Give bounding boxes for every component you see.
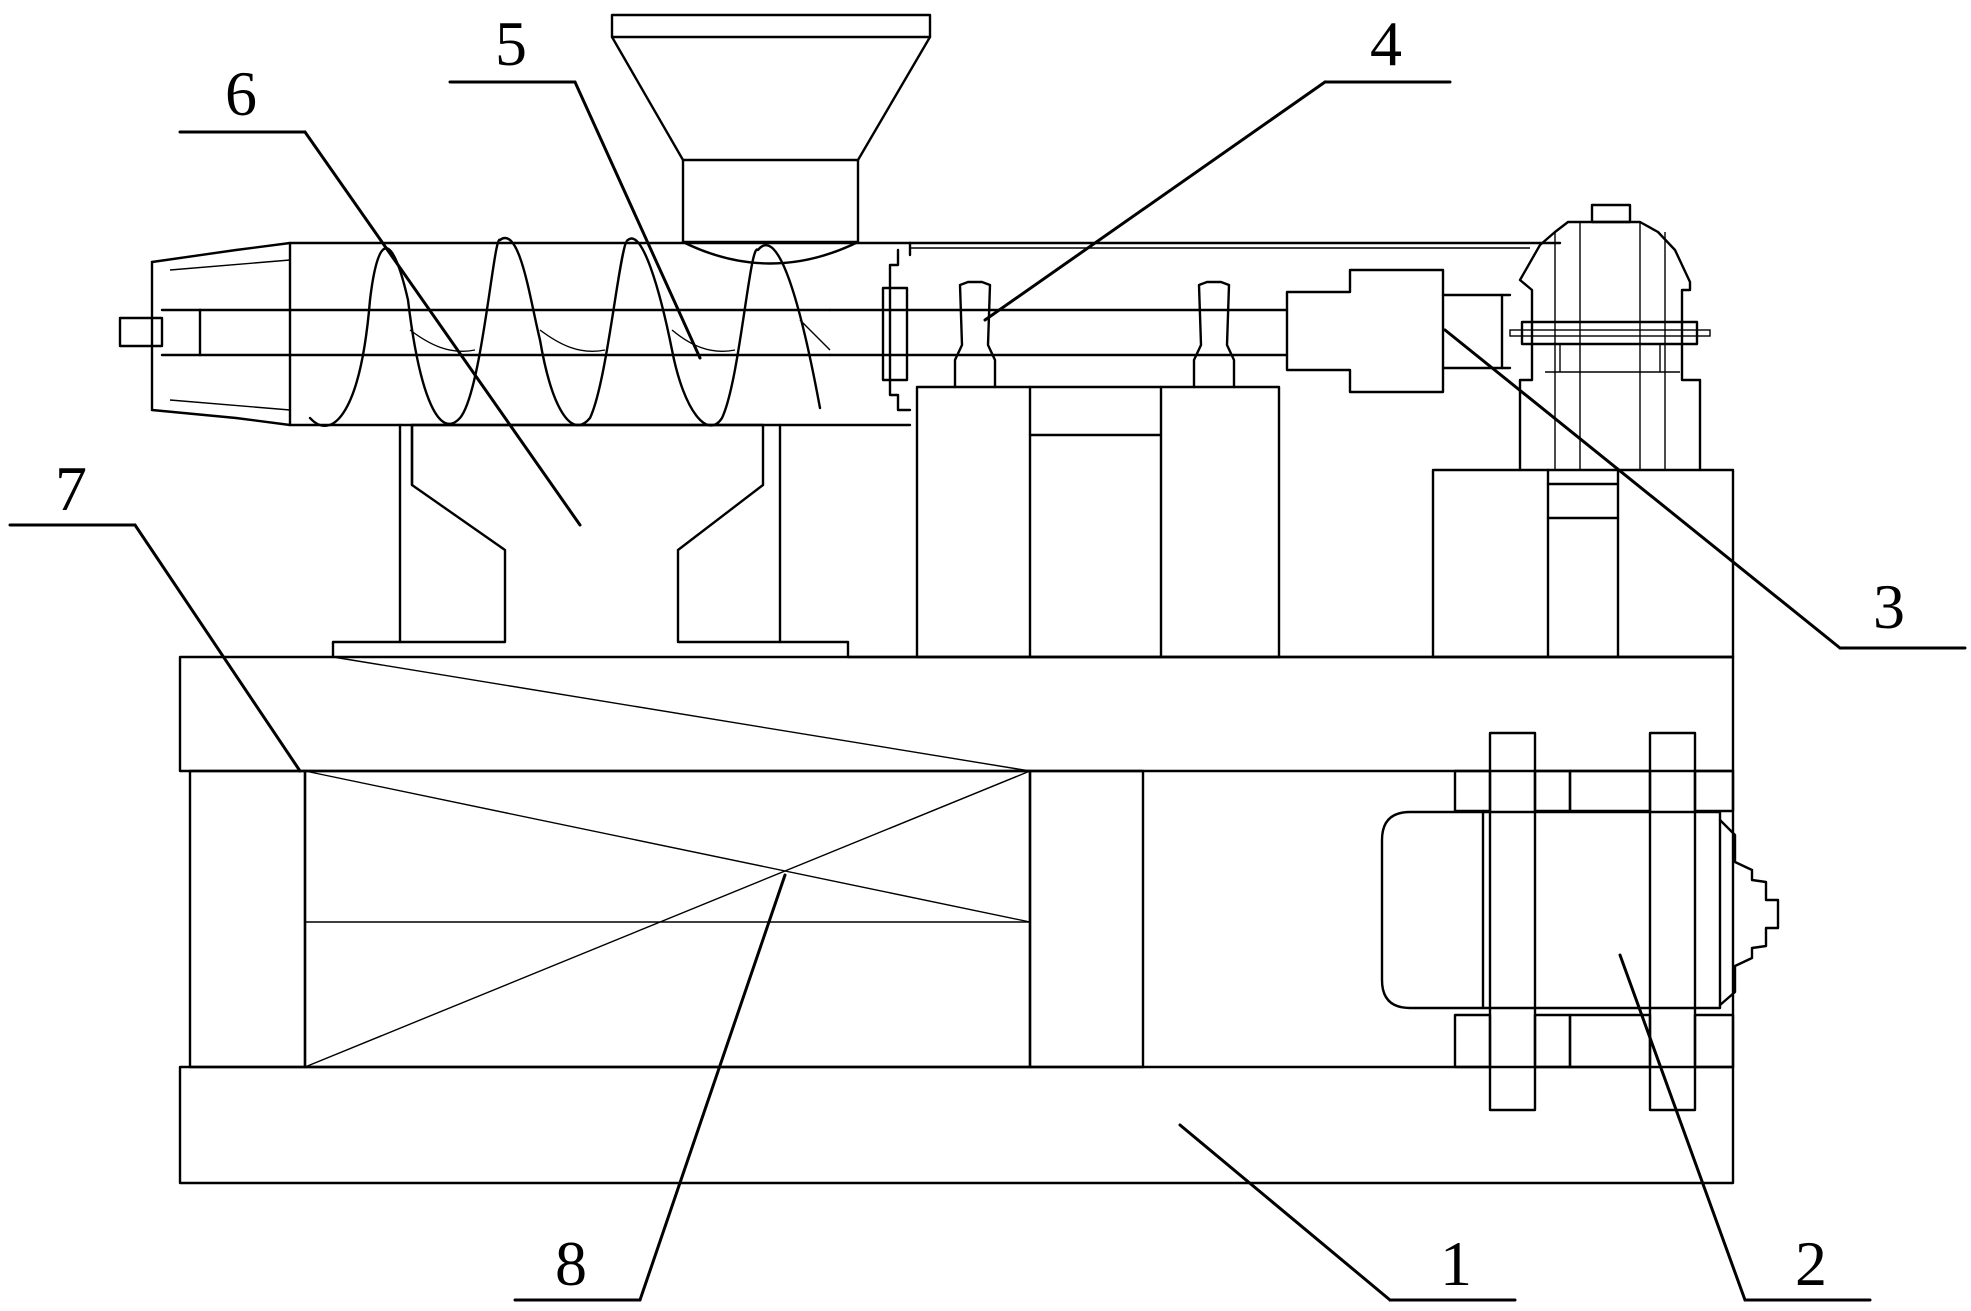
- leader-lines: [8, 80, 1967, 1302]
- label-4: 4: [1370, 8, 1402, 79]
- screw-part-5: [198, 236, 832, 427]
- pillow-block-2: [1192, 280, 1236, 389]
- hopper: [610, 13, 932, 265]
- leader-3: [1443, 328, 1842, 650]
- leader-2: [1618, 953, 1747, 1302]
- leader-7: [133, 523, 302, 773]
- base-frame: [178, 655, 1735, 1185]
- label-7: 7: [55, 453, 87, 524]
- support-part-6: [331, 423, 850, 659]
- leader-8: [638, 873, 787, 1302]
- leader-1: [1178, 1123, 1392, 1302]
- barrel: [118, 241, 1562, 427]
- label-6: 6: [225, 58, 257, 129]
- label-1: 1: [1440, 1228, 1472, 1299]
- leader-6: [303, 130, 582, 527]
- label-2: 2: [1795, 1228, 1827, 1299]
- label-8: 8: [555, 1228, 587, 1299]
- leader-4: [983, 80, 1327, 322]
- label-5: 5: [495, 8, 527, 79]
- motor-part-2: [1380, 731, 1780, 1112]
- leader-5: [573, 80, 702, 360]
- pillow-block-1: [953, 280, 997, 389]
- cabinet-part-7: [303, 656, 1032, 1069]
- gearbox: [1509, 203, 1711, 472]
- bearing-blocks: [846, 385, 1735, 659]
- label-3: 3: [1873, 571, 1905, 642]
- drive-shaft: [828, 268, 1512, 394]
- callout-labels: 1 2 3 4 5 6 7 8: [55, 8, 1905, 1299]
